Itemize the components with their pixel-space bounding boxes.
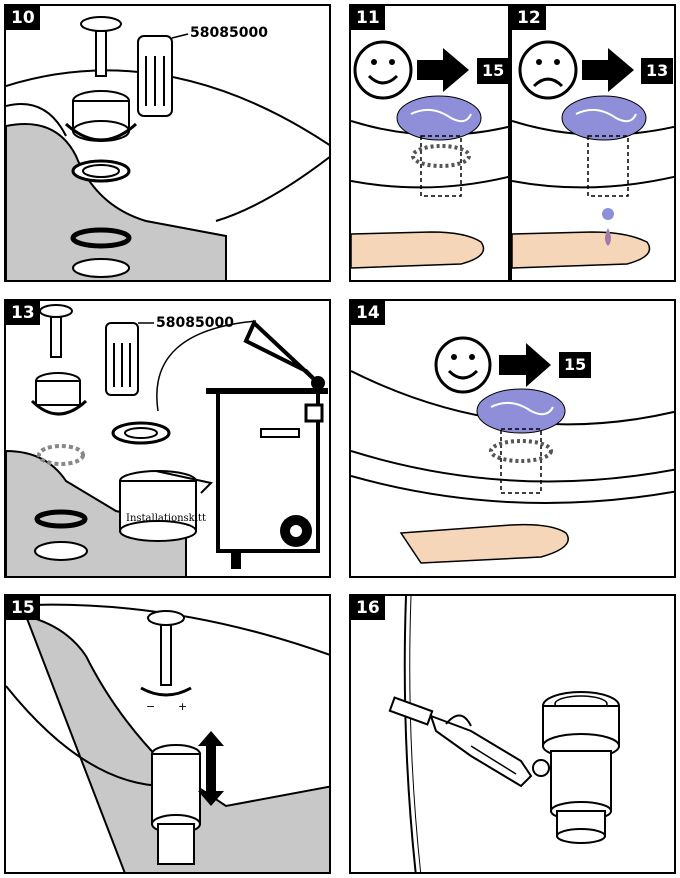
step-number: 12 (512, 6, 546, 30)
part-number-label: 58085000 (190, 25, 268, 41)
step-15-panel: 15 − + (4, 594, 331, 874)
step-number: 10 (6, 6, 40, 30)
step-13-panel: 13 (4, 299, 331, 578)
step-10-illustration (6, 16, 329, 280)
smiley-face-icon (353, 40, 413, 100)
step-13-illustration (6, 304, 328, 576)
pop-up-waste-icon (532, 691, 620, 844)
adjust-plus-label: + (178, 700, 188, 713)
sad-face-icon (518, 40, 578, 100)
step-number: 14 (351, 301, 385, 325)
arrow-right-icon (417, 48, 469, 92)
trash-bin-icon (206, 319, 328, 569)
adjust-minus-label: − (146, 700, 156, 713)
part-number-label: 58085000 (156, 315, 234, 331)
step-12-panel: 12 13 (510, 4, 676, 282)
step-16-illustration (388, 596, 620, 872)
go-to-step-badge: 15 (559, 352, 592, 378)
step-number: 11 (351, 6, 385, 30)
go-to-step-badge: 13 (641, 58, 674, 84)
step-number: 13 (6, 301, 40, 325)
step-15-illustration (6, 603, 329, 872)
step-16-panel: 16 (349, 594, 676, 874)
step-11-illustration (351, 40, 508, 269)
step-11-panel: 11 15 (349, 4, 510, 282)
arrow-right-icon (582, 48, 634, 92)
putty-can-label: Installationskitt (126, 513, 206, 524)
smiley-face-icon (434, 336, 492, 394)
step-number: 15 (6, 596, 40, 620)
step-10-panel: 10 58085000 (4, 4, 331, 282)
arrow-right-icon (499, 343, 551, 387)
step-number: 16 (351, 596, 385, 620)
step-14-illustration (351, 336, 674, 564)
step-12-illustration (512, 40, 674, 269)
go-to-step-badge: 15 (477, 58, 508, 84)
step-14-panel: 14 15 (349, 299, 676, 578)
wrench-icon (388, 696, 533, 788)
